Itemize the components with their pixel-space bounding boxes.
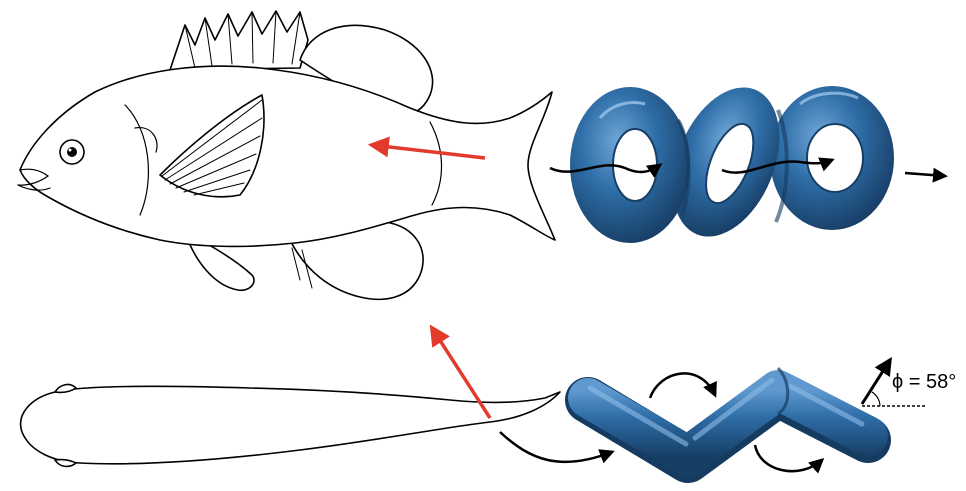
angle-arc <box>872 392 880 406</box>
angle-label: ϕ = 58° <box>892 371 956 393</box>
vortex-ring-1 <box>570 87 690 243</box>
jet-flow-arrow-3 <box>905 173 945 176</box>
jet-angle-arrow <box>862 360 890 404</box>
rotation-arrow-upper <box>650 373 715 398</box>
zigzag-vortex-ring-chain <box>588 368 868 460</box>
linked-vortex-ring-chain <box>570 72 894 253</box>
rotation-arrow-lower <box>755 445 822 471</box>
angle-annotation: ϕ = 58° <box>862 360 956 406</box>
spiny-dorsal-fin <box>170 11 308 70</box>
fish-dorsal-view-outline <box>21 385 560 467</box>
wake-flow-arrow <box>500 432 612 462</box>
